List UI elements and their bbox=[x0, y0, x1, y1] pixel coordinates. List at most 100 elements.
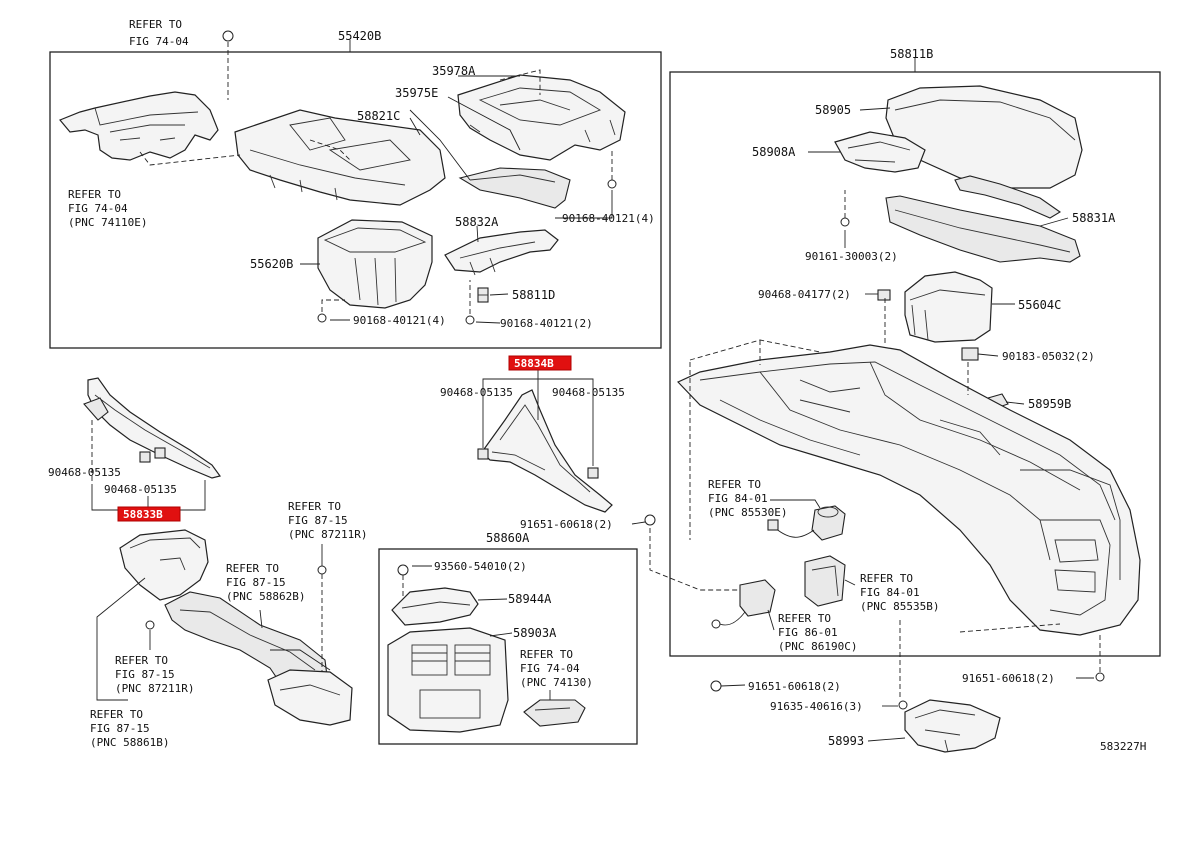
ref-fig: FIG 87-15 bbox=[115, 668, 175, 681]
callout-90468-left-b[interactable]: 90468-05135 bbox=[104, 483, 177, 496]
callout-90468-04177[interactable]: 90468-04177(2) bbox=[758, 288, 851, 301]
ref-fig: FIG 87-15 bbox=[226, 576, 286, 589]
callout-91651-middle[interactable]: 91651-60618(2) bbox=[520, 518, 613, 531]
screw-icon bbox=[898, 700, 908, 710]
clip-90468-left-b bbox=[154, 447, 166, 459]
screw-icon bbox=[607, 179, 617, 189]
highlight-box-58833B[interactable] bbox=[117, 506, 181, 522]
callout-58832A[interactable]: 58832A bbox=[455, 215, 499, 229]
callout-58811B[interactable]: 58811B bbox=[890, 47, 933, 61]
callout-58821C[interactable]: 58821C bbox=[357, 109, 400, 123]
ref-label: REFER TO bbox=[68, 188, 121, 201]
ref-label: REFER TO bbox=[520, 648, 573, 661]
callout-58959B[interactable]: 58959B bbox=[1028, 397, 1071, 411]
diagram-id: 583227H bbox=[1100, 740, 1146, 753]
screw-icon bbox=[710, 680, 722, 692]
screw-icon bbox=[145, 620, 155, 630]
panel-58833B bbox=[83, 377, 222, 479]
ref-fig: FIG 87-15 bbox=[288, 514, 348, 527]
group-box-58860A bbox=[378, 548, 638, 745]
ref-fig: FIG 84-01 bbox=[860, 586, 920, 599]
callout-58831A[interactable]: 58831A bbox=[1072, 211, 1116, 225]
ref-label: REFER TO bbox=[860, 572, 913, 585]
group-box-55420B bbox=[49, 51, 662, 349]
clip-90468-04177 bbox=[877, 289, 891, 301]
callout-58908A[interactable]: 58908A bbox=[752, 145, 796, 159]
callout-55604C[interactable]: 55604C bbox=[1018, 298, 1061, 312]
ref-label: REFER TO bbox=[90, 708, 143, 721]
ref-fig: FIG 74-04 bbox=[68, 202, 128, 215]
screw-icon bbox=[644, 514, 656, 526]
bracket-58832A bbox=[444, 229, 559, 276]
callout-91635[interactable]: 91635-40616(3) bbox=[770, 700, 863, 713]
callout-90468-middle-right[interactable]: 90468-05135 bbox=[552, 386, 625, 399]
screw-icon bbox=[317, 565, 327, 575]
callout-90168-bottom-left[interactable]: 90168-40121(4) bbox=[353, 314, 446, 327]
callout-90161[interactable]: 90161-30003(2) bbox=[805, 250, 898, 263]
callout-58993[interactable]: 58993 bbox=[828, 734, 864, 748]
callout-91651-bottom[interactable]: 91651-60618(2) bbox=[748, 680, 841, 693]
callout-90468-left-a[interactable]: 90468-05135 bbox=[48, 466, 121, 479]
callout-58944A[interactable]: 58944A bbox=[508, 592, 552, 606]
screw-icon bbox=[465, 315, 475, 325]
clip-90468-middle-right bbox=[587, 467, 599, 479]
bracket-35978A bbox=[457, 74, 626, 161]
callout-91651-right[interactable]: 91651-60618(2) bbox=[962, 672, 1055, 685]
callout-90183[interactable]: 90183-05032(2) bbox=[1002, 350, 1095, 363]
ref-label: REFER TO bbox=[226, 562, 279, 575]
ref-label: REFER TO bbox=[708, 478, 761, 491]
callout-90168-bottom-right[interactable]: 90168-40121(2) bbox=[500, 317, 593, 330]
ref-pnc: (PNC 58861B) bbox=[90, 736, 169, 749]
box-55604C bbox=[904, 271, 993, 343]
ref-pnc: (PNC 58862B) bbox=[226, 590, 305, 603]
ref-label: REFER TO bbox=[115, 654, 168, 667]
callout-58860A[interactable]: 58860A bbox=[486, 531, 530, 545]
clip-90468-middle-left bbox=[477, 448, 489, 460]
callout-58903A[interactable]: 58903A bbox=[513, 626, 557, 640]
ref-pnc: (PNC 87211R) bbox=[115, 682, 194, 695]
screw-icon bbox=[1095, 672, 1105, 682]
callout-35975E[interactable]: 35975E bbox=[395, 86, 438, 100]
callout-58811D[interactable]: 58811D bbox=[512, 288, 555, 302]
screw-icon bbox=[317, 313, 327, 323]
socket-85535B bbox=[804, 555, 846, 607]
bracket-58993 bbox=[904, 699, 1001, 753]
highlight-box-58834B[interactable] bbox=[508, 355, 572, 371]
screw-icon bbox=[222, 30, 234, 42]
callout-90468-middle-left[interactable]: 90468-05135 bbox=[440, 386, 513, 399]
panel-58834B bbox=[481, 389, 613, 513]
ref-pnc: (PNC 85535B) bbox=[860, 600, 939, 613]
armrest-lid-58905 bbox=[885, 85, 1083, 189]
callout-93560[interactable]: 93560-54010(2) bbox=[434, 560, 527, 573]
callout-58833B[interactable]: 58833B bbox=[123, 508, 163, 521]
ref-pnc: (PNC 85530E) bbox=[708, 506, 787, 519]
callout-58905[interactable]: 58905 bbox=[815, 103, 851, 117]
ref-label: REFER TO bbox=[129, 18, 182, 31]
clip-58811D bbox=[477, 287, 489, 303]
box-55620B bbox=[317, 219, 433, 309]
screw-icon bbox=[397, 564, 409, 576]
ref-pnc: (PNC 74130) bbox=[520, 676, 593, 689]
console-body bbox=[676, 344, 1141, 636]
callout-58834B[interactable]: 58834B bbox=[514, 357, 554, 370]
clip-armrest-rear bbox=[954, 175, 1062, 219]
callout-35978A[interactable]: 35978A bbox=[432, 64, 476, 78]
clip-90183 bbox=[961, 347, 979, 361]
hinge-58908A bbox=[834, 131, 926, 173]
duct-58861B bbox=[164, 591, 353, 726]
ref-pnc: (PNC 86190C) bbox=[778, 640, 857, 653]
ref-label: REFER TO bbox=[778, 612, 831, 625]
trim-35975E bbox=[458, 167, 571, 209]
plate-74130 bbox=[523, 699, 586, 727]
ref-fig: FIG 84-01 bbox=[708, 492, 768, 505]
callout-55620B[interactable]: 55620B bbox=[250, 257, 293, 271]
ref-fig: FIG 87-15 bbox=[90, 722, 150, 735]
vent-58903A bbox=[387, 627, 509, 733]
callout-55420B[interactable]: 55420B bbox=[338, 29, 381, 43]
callout-90168-top[interactable]: 90168-40121(4) bbox=[562, 212, 655, 225]
duct-58862B bbox=[119, 529, 209, 601]
cover-58944A bbox=[391, 587, 479, 626]
ref-fig: FIG 74-04 bbox=[129, 35, 189, 48]
socket-85530E bbox=[767, 505, 846, 541]
